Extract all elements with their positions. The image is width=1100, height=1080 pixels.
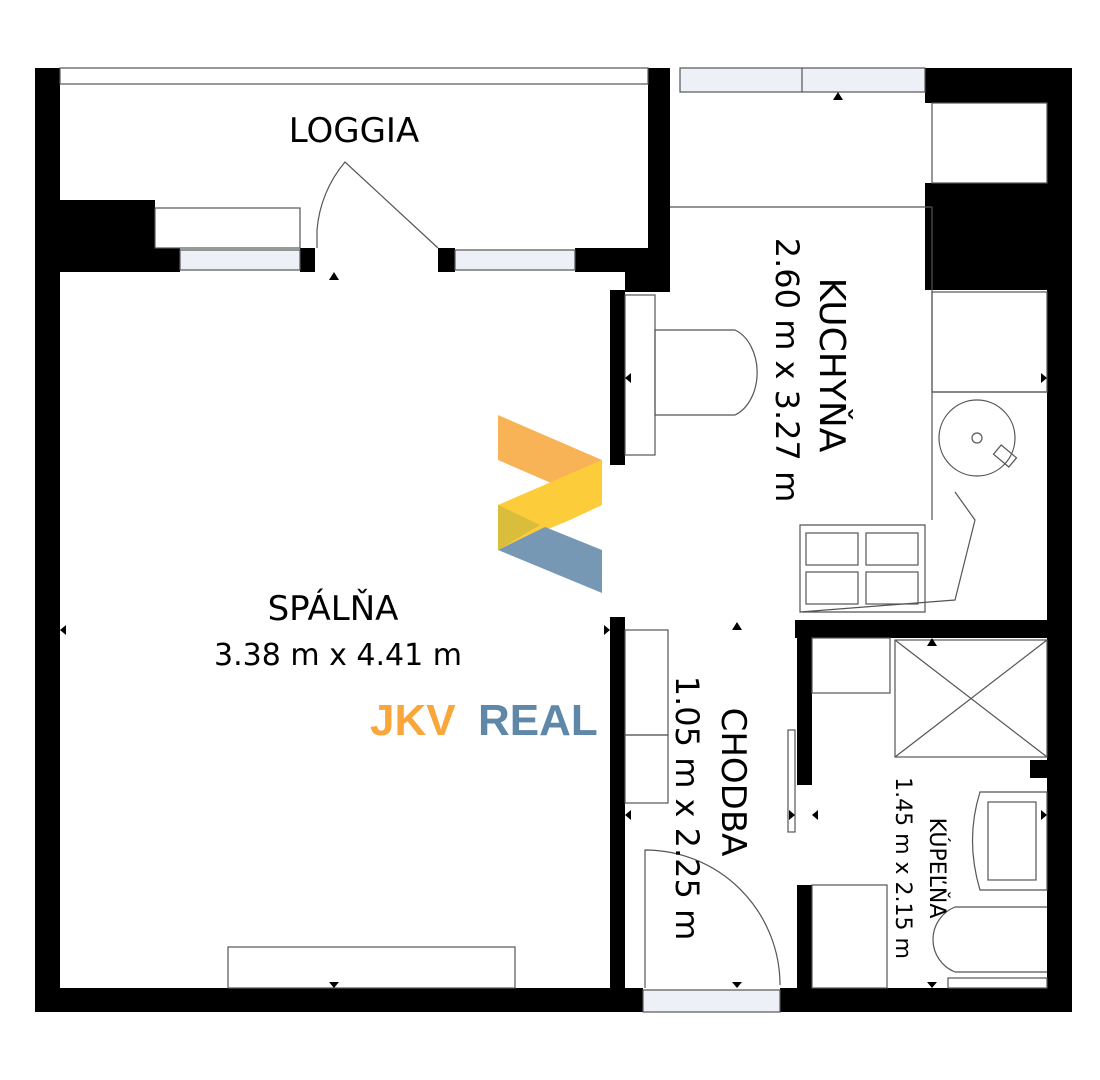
room-loggia-name: LOGGIA xyxy=(289,111,419,151)
room-kitchen-name: KUCHYŇA xyxy=(811,278,853,453)
room-kitchen-size: 2.60 m x 3.27 m xyxy=(768,238,806,502)
walls xyxy=(35,68,1072,1012)
room-bathroom-name: KÚPEĽŇA xyxy=(924,818,950,919)
watermark-jkv: JKV xyxy=(370,696,456,745)
room-hallway-name: CHODBA xyxy=(713,708,753,857)
windows xyxy=(179,67,926,1013)
watermark-logo xyxy=(498,415,602,593)
dimension-markers xyxy=(60,92,1047,988)
room-bedroom-name: SPÁLŇA xyxy=(268,588,399,629)
room-bathroom-size: 1.45 m x 2.15 m xyxy=(890,777,915,959)
room-hallway-size: 1.05 m x 2.25 m xyxy=(668,676,706,940)
outlines xyxy=(59,67,1048,989)
watermark-real: REAL xyxy=(478,696,598,745)
room-bedroom-size: 3.38 m x 4.41 m xyxy=(214,638,462,673)
